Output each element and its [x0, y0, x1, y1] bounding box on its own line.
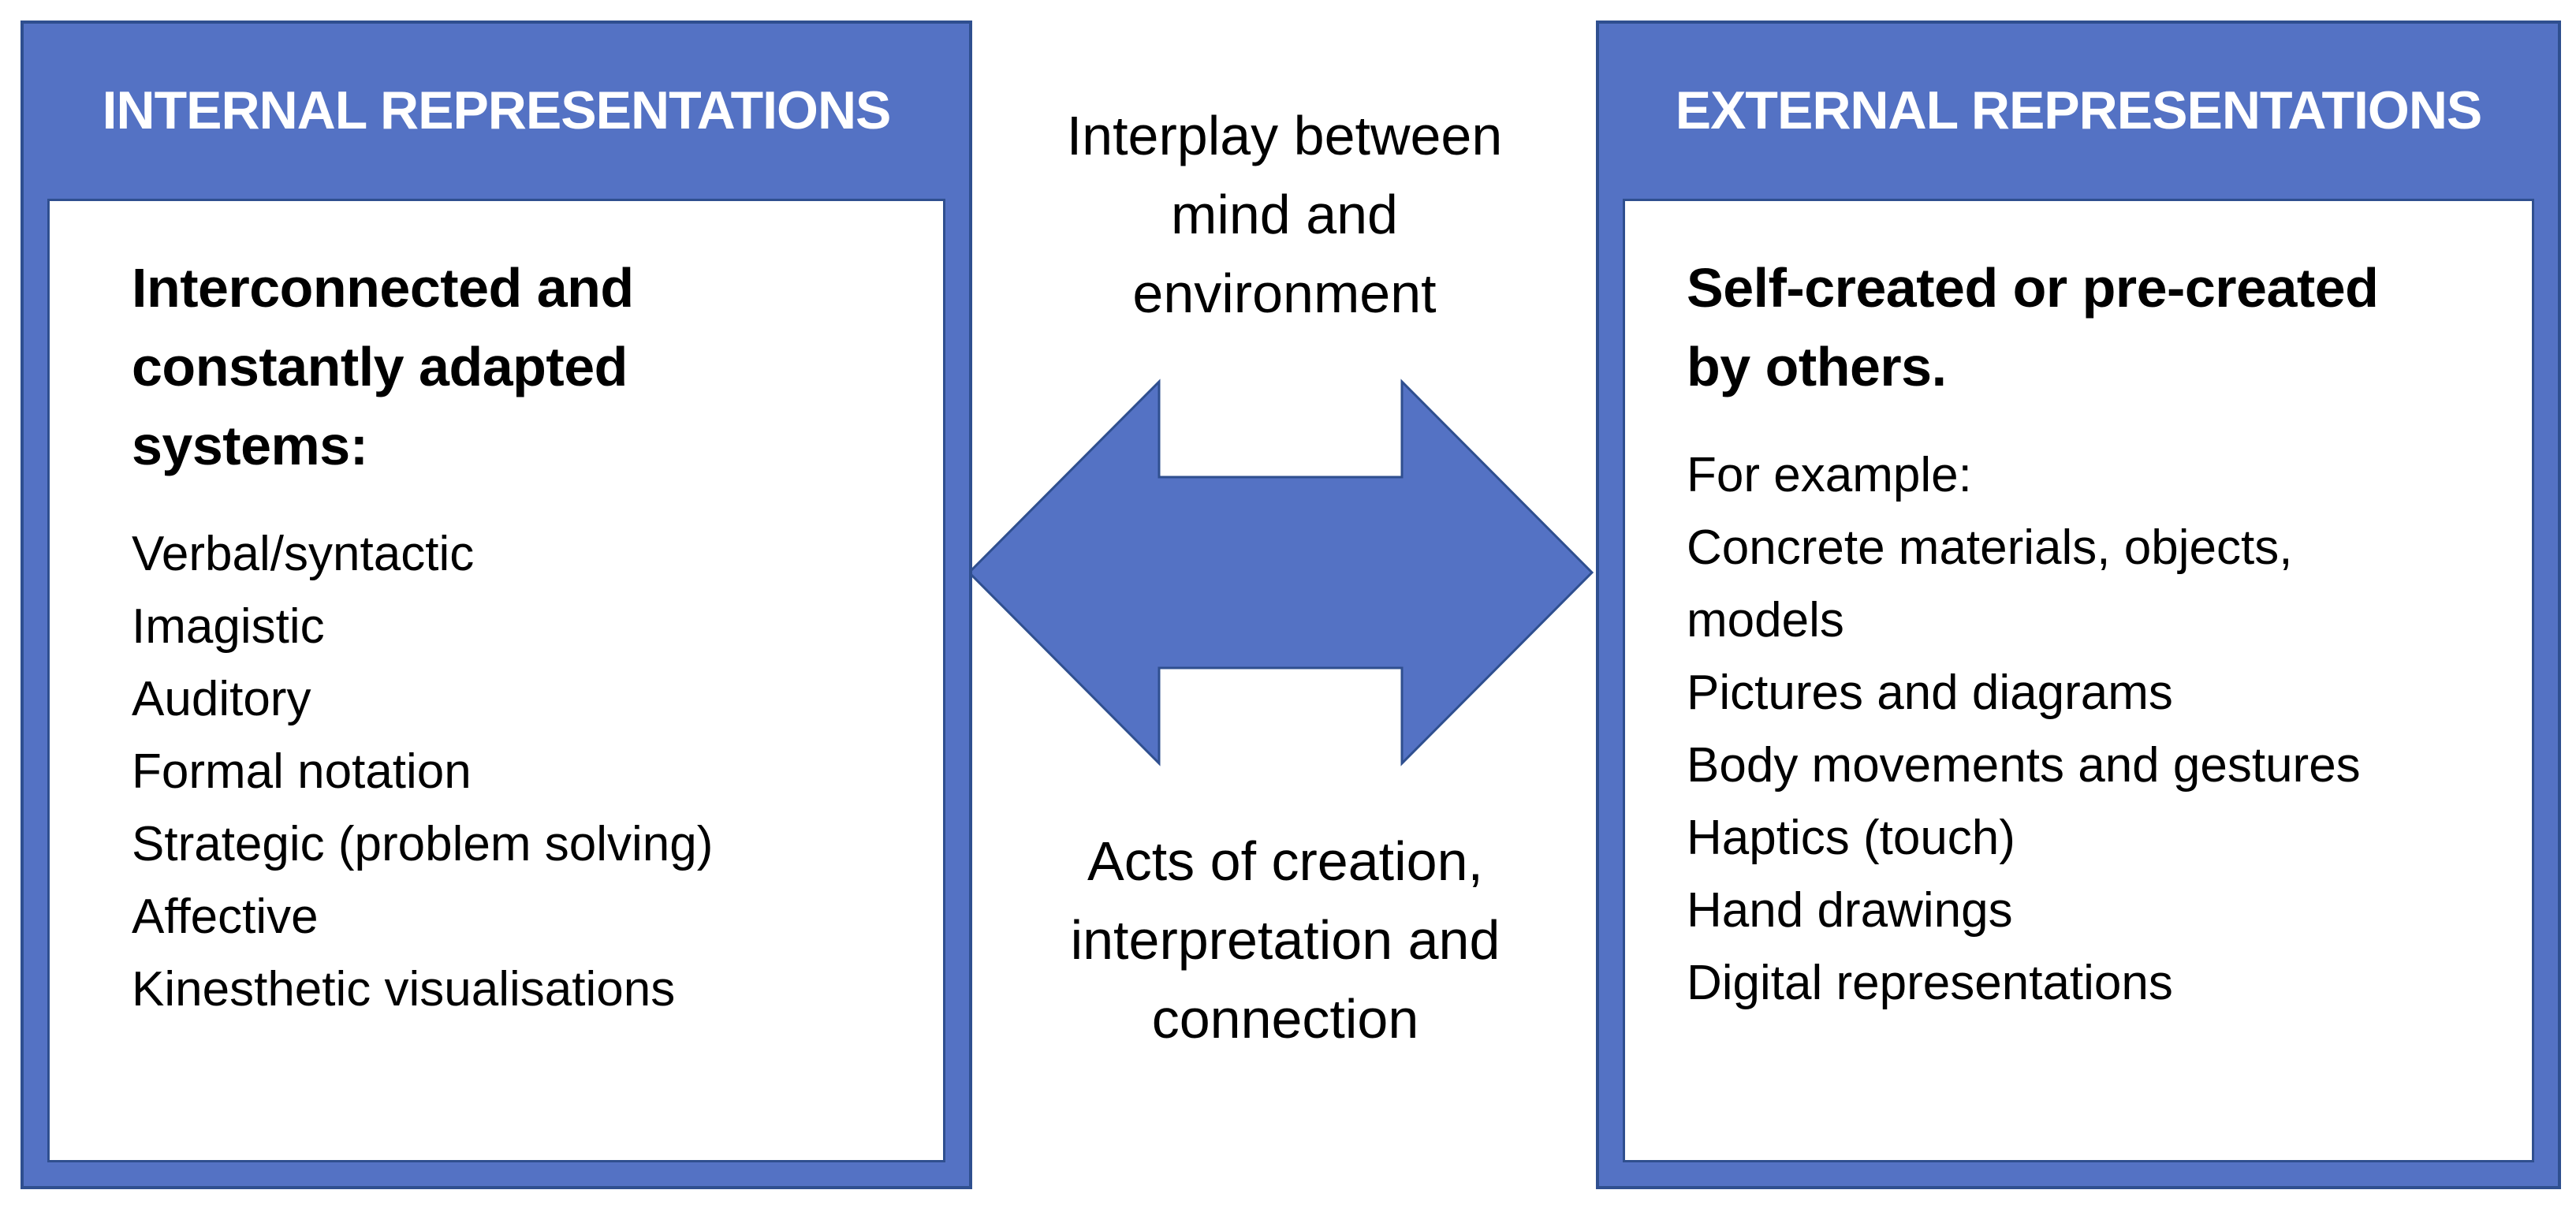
internal-items-list: Verbal/syntactic Imagistic Auditory Form… [132, 518, 943, 1026]
internal-panel-header: INTERNAL REPRESENTATIONS [24, 24, 969, 197]
list-item: Formal notation [132, 744, 472, 799]
external-panel-title: EXTERNAL REPRESENTATIONS [1675, 80, 2483, 140]
internal-heading-line: Interconnected and [132, 257, 634, 319]
list-item: Pictures and diagrams [1687, 666, 2173, 720]
external-items-list: Concrete materials, objects, models Pict… [1687, 512, 2532, 1020]
external-panel-header: EXTERNAL REPRESENTATIONS [1599, 24, 2558, 197]
list-item: models [1687, 593, 1844, 647]
interplay-caption: Interplay between mind and environment [1066, 105, 1503, 324]
list-item: Strategic (problem solving) [132, 817, 714, 871]
list-item: Digital representations [1687, 956, 2173, 1010]
for-example-label: For example: [1687, 448, 1972, 502]
internal-heading-line: constantly adapted [132, 336, 628, 397]
list-item: Affective [132, 890, 319, 944]
external-panel-heading: Self-created or pre-created by others. [1687, 248, 2532, 406]
list-item: Concrete materials, objects, [1687, 520, 2293, 575]
double-arrow-shape [967, 379, 1594, 767]
list-item: Kinesthetic visualisations [132, 962, 676, 1016]
internal-panel-title: INTERNAL REPRESENTATIONS [102, 80, 892, 140]
list-item: Verbal/syntactic [132, 527, 475, 581]
internal-representations-panel: INTERNAL REPRESENTATIONS Interconnected … [21, 21, 972, 1189]
list-item: Body movements and gestures [1687, 738, 2361, 793]
list-item: Haptics (touch) [1687, 811, 2015, 865]
list-item: Auditory [132, 672, 311, 726]
list-item: Hand drawings [1687, 883, 2013, 938]
internal-panel-body: Interconnected and constantly adapted sy… [47, 199, 945, 1162]
external-panel-body: Self-created or pre-created by others. F… [1623, 199, 2534, 1162]
acts-caption: Acts of creation, interpretation and con… [1070, 830, 1500, 1050]
internal-heading-line: systems: [132, 415, 368, 476]
list-item: Imagistic [132, 599, 325, 654]
external-heading-line: by others. [1687, 336, 1947, 397]
external-heading-line: Self-created or pre-created [1687, 257, 2379, 319]
internal-panel-heading: Interconnected and constantly adapted sy… [132, 248, 943, 485]
external-representations-panel: EXTERNAL REPRESENTATIONS Self-created or… [1596, 21, 2561, 1189]
